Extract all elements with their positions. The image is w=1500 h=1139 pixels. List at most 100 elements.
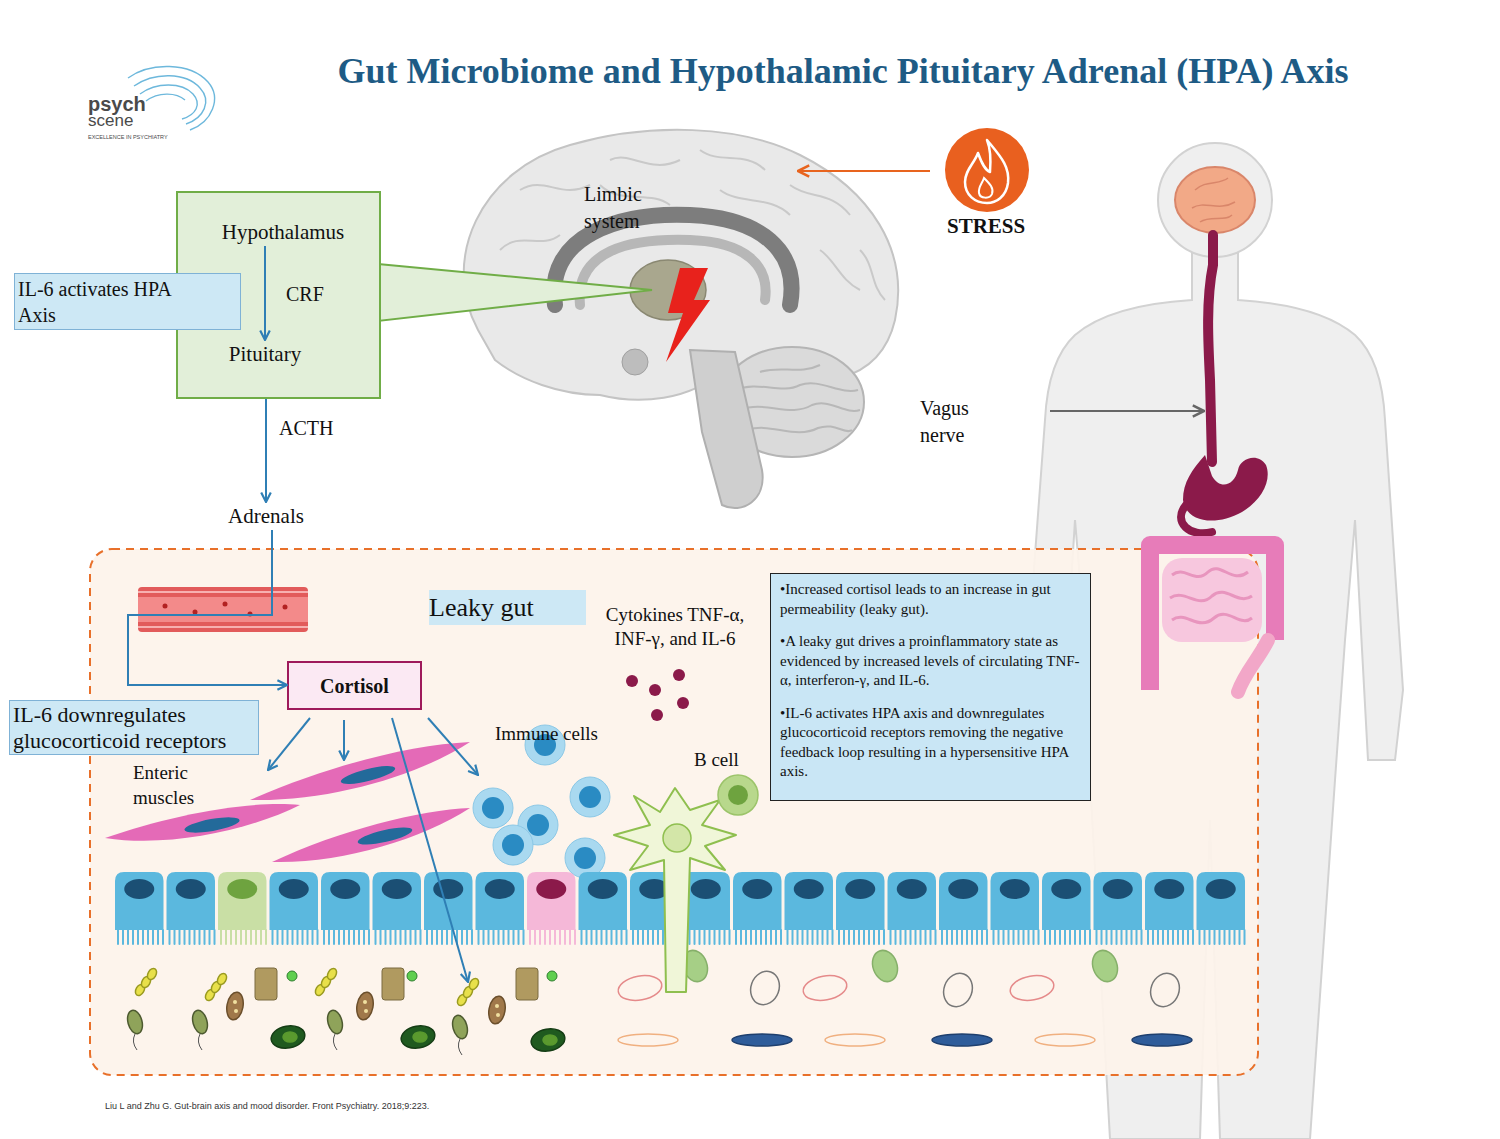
microvillus: [209, 930, 211, 944]
microvillus: [930, 930, 932, 944]
bacterium: [190, 1009, 210, 1036]
epithelial-nucleus: [948, 879, 978, 899]
microvillus: [1162, 930, 1164, 944]
brainstem: [690, 350, 763, 508]
epithelial-cell: [939, 872, 988, 930]
microvillus: [1003, 930, 1005, 944]
blood-cell: [193, 610, 198, 615]
muscle-cell: [105, 804, 300, 841]
part-label: Limbic system: [584, 181, 664, 235]
muscle-nucleus: [356, 824, 413, 848]
microvillus: [581, 930, 583, 944]
microvillus: [559, 930, 561, 944]
microvillus: [787, 930, 789, 944]
microvillus: [662, 930, 664, 944]
microvillus: [343, 930, 345, 944]
microvillus: [1089, 930, 1091, 944]
epithelial-nucleus: [279, 879, 309, 899]
microvillus: [792, 930, 794, 944]
node-text: Leaky gut: [429, 591, 534, 625]
action-arrow: [392, 718, 468, 982]
flow-arrow: [264, 246, 266, 340]
microvillus: [338, 930, 340, 944]
microvillus: [946, 930, 948, 944]
microvillus: [194, 930, 196, 944]
microvillus: [1244, 930, 1246, 944]
microvillus: [704, 930, 706, 944]
microvillus: [147, 930, 149, 944]
small-intestine: [1162, 558, 1262, 642]
microvillus: [488, 930, 490, 944]
microvillus: [174, 930, 176, 944]
microvillus: [694, 930, 696, 944]
microvillus: [199, 930, 201, 944]
bacterium-outline: [1008, 972, 1055, 1003]
microvillus: [750, 930, 752, 944]
epithelial-cell: [270, 872, 319, 930]
cerebellum-folds: [735, 365, 860, 432]
microvillus: [807, 930, 809, 944]
bacterium-outline: [616, 972, 663, 1003]
microvillus: [152, 930, 154, 944]
microvillus: [1008, 930, 1010, 944]
microvillus: [863, 930, 865, 944]
action-arrow: [428, 718, 478, 775]
microvillus: [220, 930, 222, 944]
microvillus: [287, 930, 289, 944]
microvillus: [765, 930, 767, 944]
epithelial-nucleus: [1154, 879, 1184, 899]
hormone-box: Cortisol: [287, 661, 422, 710]
microvillus: [998, 930, 1000, 944]
microvillus: [1239, 930, 1241, 944]
microvillus: [1064, 930, 1066, 944]
bacterium: [732, 1034, 792, 1046]
bacterium: [932, 1034, 992, 1046]
epithelial-cell: [476, 872, 525, 930]
epithelial-nucleus: [330, 879, 360, 899]
part-label: B cell: [694, 748, 739, 771]
microvillus: [375, 930, 377, 944]
microvillus: [719, 930, 721, 944]
flame-symbol: [979, 178, 993, 198]
microvillus: [117, 930, 119, 944]
bacterium-outline: [939, 969, 977, 1011]
dendritic-nucleus: [663, 824, 691, 852]
microvillus: [569, 930, 571, 944]
bacterium-outline: [801, 972, 848, 1003]
microvillus: [297, 930, 299, 944]
microvillus: [1209, 930, 1211, 944]
microvillus: [832, 930, 834, 944]
microvillus: [363, 930, 365, 944]
microvillus: [1152, 930, 1154, 944]
zoom-projection: [378, 264, 652, 321]
immune-nucleus: [502, 834, 524, 856]
bacterium: [255, 968, 277, 1000]
microvillus: [292, 930, 294, 944]
microvillus: [245, 930, 247, 944]
microvillus: [642, 930, 644, 944]
microvillus: [1069, 930, 1071, 944]
cytokine-dot: [677, 697, 689, 709]
epithelial-nucleus: [588, 879, 618, 899]
microvillus: [1177, 930, 1179, 944]
microvillus: [621, 930, 623, 944]
cytokine-dot: [651, 709, 663, 721]
microvillus: [328, 930, 330, 944]
bacterium-outline: [1146, 969, 1184, 1011]
epithelial-nucleus: [382, 879, 412, 899]
microvillus: [317, 930, 319, 944]
microvillus: [626, 930, 628, 944]
microvillus: [260, 930, 262, 944]
microvillus: [240, 930, 242, 944]
note-box: IL-6 activates HPA Axis: [14, 273, 241, 330]
microvillus: [843, 930, 845, 944]
microvillus: [780, 930, 782, 944]
signal-label: CRF: [286, 283, 324, 306]
microvillus: [312, 930, 314, 944]
node-text: IL-6 downregulates glucocorticoid recept…: [13, 702, 255, 754]
microvillus: [596, 930, 598, 944]
cytokine-dot: [626, 675, 638, 687]
epithelial-cell: [373, 872, 422, 930]
microvillus: [652, 930, 654, 944]
